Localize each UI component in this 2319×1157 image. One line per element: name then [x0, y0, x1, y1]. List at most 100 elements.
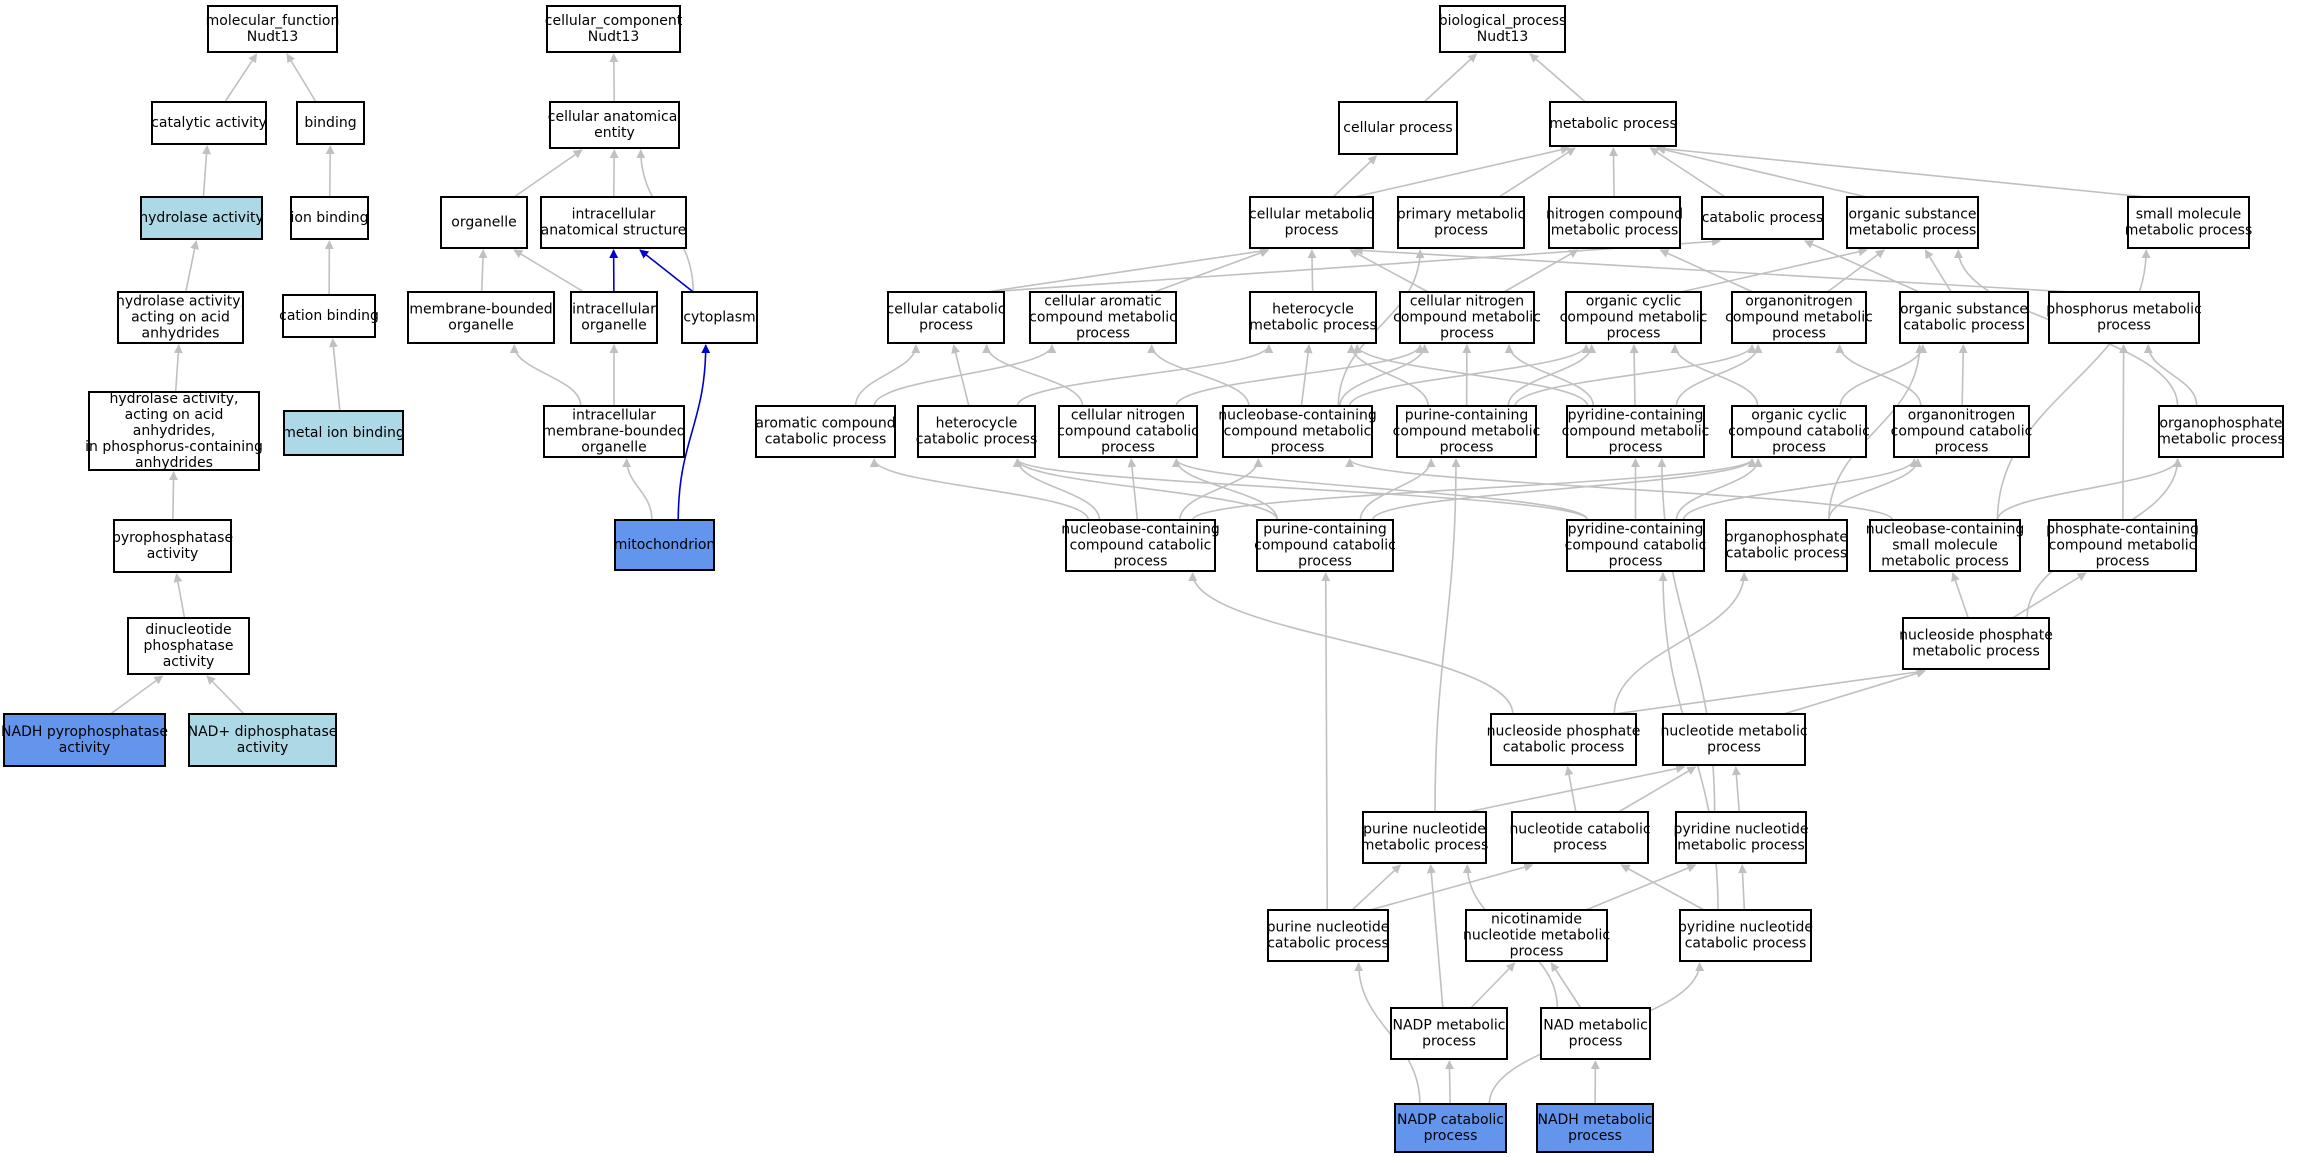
node-box[interactable] [1566, 405, 1705, 458]
node-box[interactable] [207, 5, 338, 53]
node-box[interactable] [1540, 1007, 1651, 1060]
node-box[interactable] [1679, 909, 1812, 962]
node-box[interactable] [543, 405, 685, 458]
node-box[interactable] [1511, 811, 1649, 864]
node-box[interactable] [570, 291, 658, 344]
node-box[interactable] [296, 101, 365, 145]
node-box[interactable] [1869, 519, 2021, 572]
go-term-node-hydrophos[interactable]: hydrolase activity,acting on acidanhydri… [85, 391, 263, 471]
node-box[interactable] [1396, 405, 1537, 458]
node-box[interactable] [1893, 405, 2030, 458]
node-box[interactable] [2048, 519, 2197, 572]
go-term-node-mito[interactable]: mitochondrion [614, 519, 716, 571]
node-box[interactable] [1731, 291, 1867, 344]
go-term-node-metproc[interactable]: metabolic process [1549, 101, 1677, 147]
node-box[interactable] [1065, 519, 1216, 572]
node-box[interactable] [127, 617, 250, 675]
node-box[interactable] [188, 713, 337, 767]
node-box[interactable] [755, 405, 896, 458]
node-box[interactable] [1058, 405, 1198, 458]
node-box[interactable] [1362, 811, 1487, 864]
node-box[interactable] [540, 196, 687, 249]
node-box[interactable] [1029, 291, 1177, 344]
node-box[interactable] [2158, 405, 2284, 458]
node-box[interactable] [1465, 909, 1608, 962]
node-box[interactable] [614, 519, 715, 571]
node-box[interactable] [2127, 196, 2250, 249]
node-box[interactable] [1249, 196, 1374, 249]
node-box[interactable] [88, 391, 260, 471]
node-box[interactable] [1566, 519, 1705, 572]
node-box[interactable] [1390, 1007, 1508, 1060]
go-term-node-binding[interactable]: binding [296, 101, 365, 145]
go-term-node-metalion[interactable]: metal ion binding [282, 410, 405, 456]
node-box[interactable] [1549, 101, 1677, 147]
node-box[interactable] [1902, 617, 2050, 670]
node-box[interactable] [1397, 196, 1525, 249]
node-box[interactable] [117, 291, 244, 344]
node-box[interactable] [1256, 519, 1394, 572]
node-box[interactable] [1846, 196, 1979, 249]
go-term-node-catalytic[interactable]: catalytic activity [151, 101, 267, 145]
node-box[interactable] [1675, 811, 1807, 864]
node-box[interactable] [1548, 196, 1681, 249]
node-box[interactable] [917, 405, 1036, 458]
node-box[interactable] [1249, 291, 1377, 344]
node-box[interactable] [1725, 519, 1848, 572]
node-box[interactable] [1394, 1103, 1507, 1153]
node-box[interactable] [1899, 291, 2029, 344]
node-box[interactable] [1399, 291, 1535, 344]
node-box[interactable] [1565, 291, 1702, 344]
node-box[interactable] [1439, 5, 1566, 53]
go-term-node-hydroacid[interactable]: hydrolase activity,acting on acidanhydri… [116, 291, 245, 344]
node-box[interactable] [2048, 291, 2200, 344]
node-box[interactable] [1490, 713, 1637, 766]
node-box[interactable] [140, 196, 263, 240]
node-box[interactable] [1338, 101, 1458, 155]
go-term-node-catab[interactable]: catabolic process [1701, 196, 1824, 240]
node-box[interactable] [549, 101, 680, 149]
node-box[interactable] [1662, 713, 1806, 766]
